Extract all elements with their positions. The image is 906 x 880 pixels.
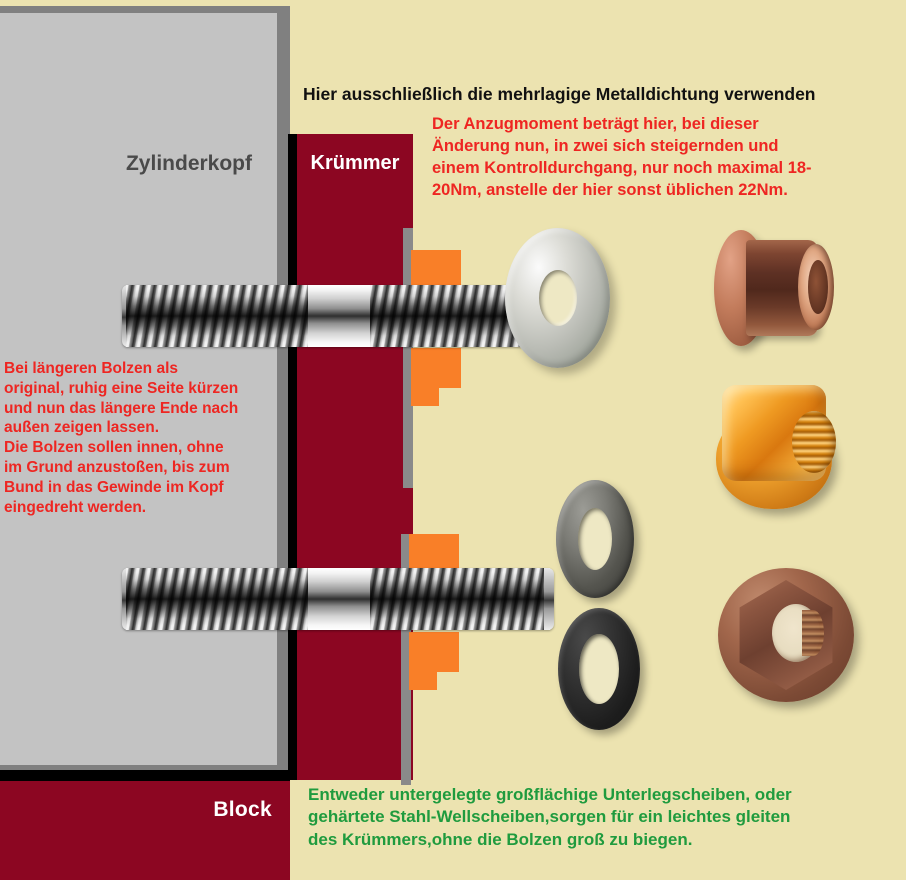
copper-flange-nut-gold (716, 385, 842, 513)
hardened-steel-wave-washer (556, 480, 634, 598)
engine-block-label: Block (213, 798, 272, 821)
note-washers-line: des Krümmers,ohne die Bolzen groß zu bie… (308, 829, 693, 849)
washer-bore (579, 634, 619, 704)
manifold-gasket-strip (288, 134, 299, 780)
note-torque-line: 20Nm, anstelle der hier sonst üblichen 2… (432, 180, 788, 199)
flange-lug (411, 348, 439, 406)
manifold-machined-face (403, 356, 413, 488)
note-metal-gasket-line: Hier ausschließlich die mehrlagige Metal… (303, 84, 816, 104)
upper-stud-bolt (122, 285, 554, 347)
flange-lug (409, 632, 437, 690)
nut-thread-detail (802, 610, 824, 656)
manifold-upper-shoulder (297, 134, 413, 230)
note-washers-line: gehärtete Stahl-Wellscheiben,sorgen für … (308, 807, 791, 827)
note-bolts-line: im Grund anzustoßen, bis zum (4, 459, 230, 477)
note-stud-bolts: Bei längeren Bolzen als original, ruhig … (4, 359, 300, 518)
note-bolts-line: Die Bolzen sollen innen, ohne (4, 439, 224, 457)
copper-flange-nut-side (714, 228, 836, 348)
note-metal-gasket: Hier ausschließlich die mehrlagige Metal… (303, 84, 893, 106)
note-bolts-line: Bund in das Gewinde im Kopf (4, 478, 224, 496)
washer-bore (538, 270, 577, 326)
copper-flange-nut-face (718, 568, 854, 702)
note-bolts-line: und nun das längere Ende nach (4, 399, 239, 417)
note-bolts-line: außen zeigen lassen. (4, 419, 160, 437)
note-bolts-line: Bei längeren Bolzen als (4, 360, 178, 377)
note-washers-line: Entweder untergelegte großflächige Unter… (308, 785, 792, 804)
manifold-machined-face (401, 655, 411, 785)
manifold-body (297, 134, 413, 780)
large-zinc-flat-washer (505, 228, 610, 368)
manifold-label: Krümmer (310, 152, 400, 174)
nut-thread-bore (792, 411, 836, 473)
note-torque-line: Der Anzugmoment beträgt hier, bei dieser (432, 115, 759, 133)
engine-block-body (0, 780, 290, 880)
cylinder-head-body (0, 13, 277, 765)
nut-bore (808, 260, 828, 314)
note-torque-line: Änderung nun, in zwei sich steigernden u… (432, 136, 779, 155)
note-bolts-line: original, ruhig eine Seite kürzen (4, 379, 239, 397)
cylinder-head-label: Zylinderkopf (125, 152, 252, 175)
note-torque-line: einem Kontrolldurchgang, nur noch maxima… (432, 158, 812, 177)
note-bolts-line: eingedreht werden. (4, 498, 147, 516)
black-flat-washer (558, 608, 640, 730)
note-torque-spec: Der Anzugmoment beträgt hier, bei dieser… (432, 114, 892, 202)
lower-stud-bolt (122, 568, 554, 630)
note-washers: Entweder untergelegte großflächige Unter… (308, 784, 894, 851)
washer-bore (578, 508, 612, 570)
head-gasket-line (0, 770, 290, 781)
